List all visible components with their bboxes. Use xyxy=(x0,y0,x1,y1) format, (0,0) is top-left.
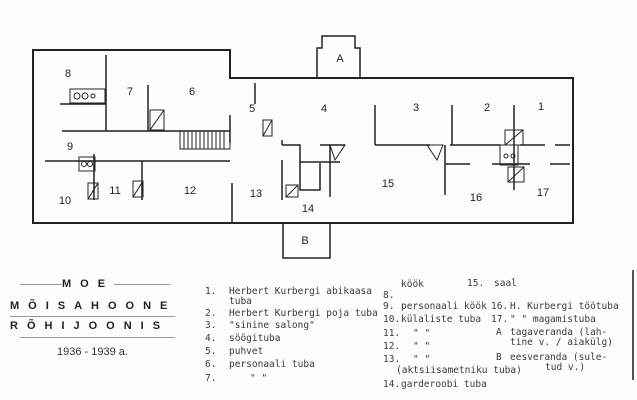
legend-num: 5. xyxy=(205,346,217,357)
room-label-a: A xyxy=(336,53,344,65)
legend-num: 17. xyxy=(491,314,509,325)
title-line-1: MOE xyxy=(62,278,115,290)
room-label-7: 7 xyxy=(127,86,133,98)
legend-num: 6. xyxy=(205,359,217,370)
legend-text: tuba xyxy=(229,296,252,307)
room-label-2: 2 xyxy=(484,102,490,114)
outer-wall xyxy=(32,49,574,224)
legend-num: 3. xyxy=(205,320,217,331)
room-label-3: 3 xyxy=(413,102,419,114)
legend-num: 11. xyxy=(383,328,401,339)
legend-text: saal xyxy=(494,278,517,289)
legend-num: 10. xyxy=(383,314,401,325)
legend-num: 8. xyxy=(383,290,395,301)
room-label-14: 14 xyxy=(302,203,314,215)
room-label-4: 4 xyxy=(321,103,327,115)
room-label-13: 13 xyxy=(250,188,262,200)
legend-text: Herbert Kurbergi poja tuba xyxy=(229,308,378,319)
legend-text: puhvet xyxy=(229,346,264,357)
room-label-9: 9 xyxy=(67,141,73,153)
legend-text: personaali köök xyxy=(401,301,487,312)
legend-num: A xyxy=(496,327,502,338)
legend-num: 4. xyxy=(205,333,217,344)
title-date: 1936 - 1939 a. xyxy=(57,346,128,358)
legend-text: "sinine salong" xyxy=(229,320,315,331)
room-label-b: B xyxy=(301,235,308,247)
legend-text: tagaveranda (lah- xyxy=(510,327,608,338)
legend-num: 15. xyxy=(467,278,485,289)
legend-num: 1. xyxy=(205,286,217,297)
legend-num: 9. xyxy=(383,301,395,312)
legend-text: " " xyxy=(413,341,431,352)
legend-text: köök xyxy=(401,279,424,290)
legend-text: " " magamistuba xyxy=(510,314,596,325)
room-label-17: 17 xyxy=(537,187,549,199)
room-label-15: 15 xyxy=(382,178,394,190)
legend-num: 7. xyxy=(205,373,217,384)
room-label-10: 10 xyxy=(59,195,71,207)
room-label-1: 1 xyxy=(538,101,544,113)
legend-text: personaali tuba xyxy=(229,359,315,370)
room-label-11: 11 xyxy=(109,185,120,197)
legend-text: garderoobi tuba xyxy=(401,379,487,390)
legend-num: 2. xyxy=(205,308,217,319)
legend-text: Herbert Kurbergi abikaasa xyxy=(229,286,372,297)
stoves xyxy=(69,88,525,200)
legend-num: B xyxy=(496,352,502,363)
legend-text: söögituba xyxy=(229,333,281,344)
legend-text: (aktsiisametniku tuba) xyxy=(396,365,522,376)
legend-num: 12. xyxy=(383,341,401,352)
room-label-5: 5 xyxy=(249,103,255,115)
legend-text: tud v.) xyxy=(545,362,586,373)
floor-plan: 1 2 3 4 5 6 7 8 9 10 11 12 13 14 15 16 1… xyxy=(32,35,574,259)
staircase xyxy=(179,130,231,150)
legend-text: " " xyxy=(413,354,431,365)
porch-b xyxy=(282,223,331,259)
legend-text: tine v. / aiakülg) xyxy=(510,337,613,348)
legend-num: 16. xyxy=(491,301,509,312)
legend-text: " " xyxy=(413,328,431,339)
room-label-16: 16 xyxy=(470,192,482,204)
page-edge xyxy=(632,270,634,380)
title-line-3: RÕHIJOONIS xyxy=(10,320,170,332)
legend-text: eesveranda (sule- xyxy=(510,352,608,363)
room-label-6: 6 xyxy=(189,86,195,98)
title-line-2: MÕISAHOONE xyxy=(10,300,177,312)
legend-num: 13. xyxy=(383,354,401,365)
room-label-8: 8 xyxy=(65,68,71,80)
room-label-12: 12 xyxy=(184,185,196,197)
legend-text: " " xyxy=(250,373,268,384)
porch-a xyxy=(316,35,361,78)
legend-text: H. Kurbergi töötuba xyxy=(510,301,619,312)
legend-text: külaliste tuba xyxy=(401,314,482,325)
legend-num: 14. xyxy=(383,379,401,390)
